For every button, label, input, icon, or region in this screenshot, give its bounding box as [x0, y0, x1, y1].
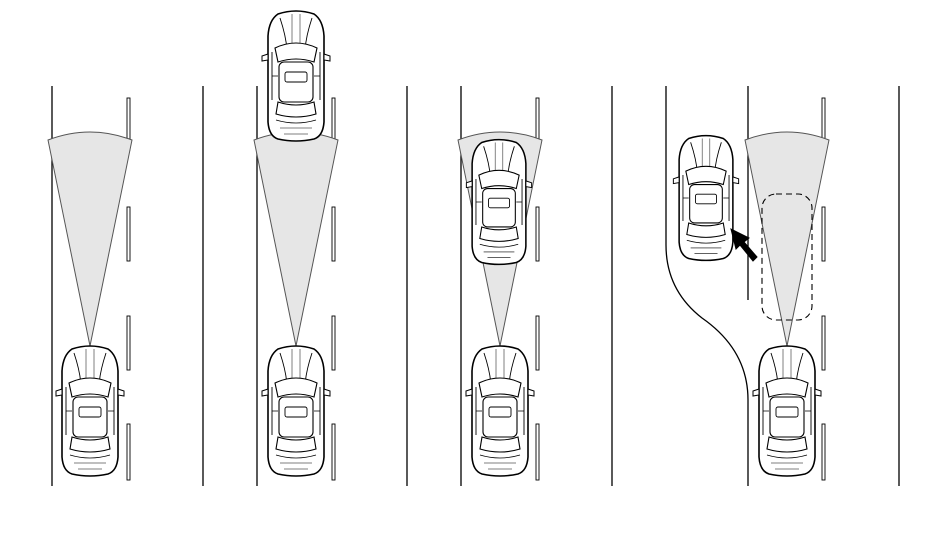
radar-beam-icon — [744, 131, 830, 347]
panel-4 — [665, 86, 900, 486]
cut-in-vehicle — [672, 134, 740, 262]
host-vehicle — [55, 345, 125, 477]
panel-1 — [47, 86, 204, 486]
car-top-view-icon — [752, 345, 822, 477]
panel-2 — [253, 10, 408, 486]
lane-marking — [126, 97, 131, 481]
lane-marking — [331, 97, 336, 481]
merging-road-edge — [665, 86, 749, 486]
preceding-vehicle-detected — [465, 138, 533, 266]
car-top-view-icon — [55, 345, 125, 477]
panel-3 — [457, 86, 613, 486]
car-top-view-icon — [465, 138, 533, 266]
car-top-view-icon — [261, 10, 331, 142]
car-top-view-icon — [465, 345, 535, 477]
radar-beam-icon — [47, 131, 133, 347]
predicted-vehicle-outline — [761, 193, 813, 321]
preceding-vehicle-far — [261, 10, 331, 142]
host-vehicle — [465, 345, 535, 477]
host-vehicle — [261, 345, 331, 477]
host-vehicle — [752, 345, 822, 477]
radar-beam-icon — [253, 131, 339, 347]
lane-marking — [535, 97, 540, 481]
arrow-icon — [730, 228, 758, 262]
car-top-view-icon — [672, 134, 740, 262]
car-top-view-icon — [261, 345, 331, 477]
